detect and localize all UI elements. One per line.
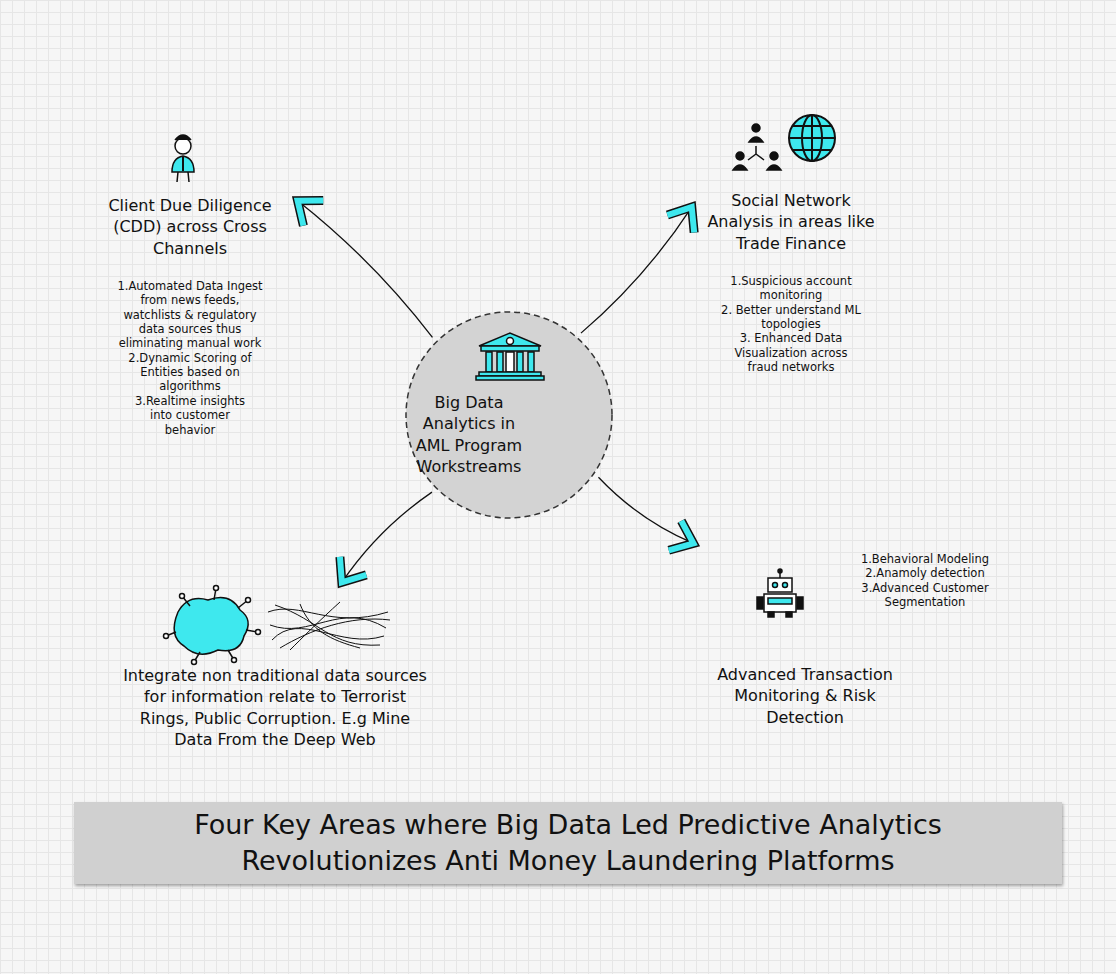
- workstream-block: Client Due Diligence (CDD) across Cross …: [88, 195, 292, 437]
- title: Four Key Areas where Big Data Led Predic…: [118, 807, 1018, 878]
- center-label: Big Data Analytics in AML Program Workst…: [404, 392, 534, 477]
- connector-line: [298, 201, 433, 338]
- bullet-item: 2.Dynamic Scoring of Entities based on a…: [125, 351, 255, 394]
- arrowhead: [340, 557, 366, 583]
- workstream-heading: Advanced Transaction Monitoring & Risk D…: [700, 664, 910, 728]
- arrowhead-outline: [340, 557, 366, 583]
- person-icon: [172, 135, 194, 182]
- workstream-heading: Social Network Analysis in areas like Tr…: [697, 190, 885, 254]
- arrowhead-outline: [667, 207, 694, 232]
- connector: [298, 201, 433, 338]
- connector-line: [598, 477, 693, 543]
- arrowhead: [667, 207, 694, 232]
- arrowhead: [669, 521, 694, 550]
- bullet-item: 1.Behavioral Modeling: [850, 552, 1000, 566]
- connector: [581, 207, 694, 333]
- bullet-item: 1.Automated Data Ingest from news feeds,…: [113, 279, 268, 351]
- workstream-heading: Integrate non traditional data sources f…: [122, 665, 428, 750]
- workstream-block: Integrate non traditional data sources f…: [122, 588, 428, 750]
- connector: [340, 492, 432, 582]
- bullet-item: 3.Realtime insights into customer behavi…: [125, 394, 255, 437]
- blob-icon: [164, 586, 261, 665]
- robot-icon: [757, 569, 803, 617]
- arrowhead-outline: [669, 521, 694, 550]
- arrowhead: [298, 201, 324, 226]
- tangle-icon: [268, 602, 390, 650]
- bullet-item: 1.Suspicious account monitoring: [721, 274, 861, 303]
- title-band: Four Key Areas where Big Data Led Predic…: [74, 802, 1062, 884]
- connector-line: [342, 492, 432, 582]
- workstream-block: Social Network Analysis in areas like Tr…: [697, 190, 885, 374]
- bullet-item: 2. Better understand ML topologies: [721, 303, 861, 332]
- arrowhead-outline: [298, 201, 324, 226]
- bullet-item: 3. Enhanced Data Visualization across fr…: [721, 331, 861, 374]
- bullet-item: 3.Advanced Customer Segmentation: [850, 581, 1000, 610]
- bank-icon: [475, 330, 545, 382]
- connector: [598, 477, 693, 550]
- workstream-heading: Client Due Diligence (CDD) across Cross …: [88, 195, 292, 259]
- bullet-item: 2.Anamoly detection: [850, 566, 1000, 580]
- workstream-block: Advanced Transaction Monitoring & Risk D…: [700, 548, 1000, 736]
- connector-line: [581, 207, 692, 333]
- network-icon: [733, 124, 781, 170]
- globe-icon: [789, 115, 835, 161]
